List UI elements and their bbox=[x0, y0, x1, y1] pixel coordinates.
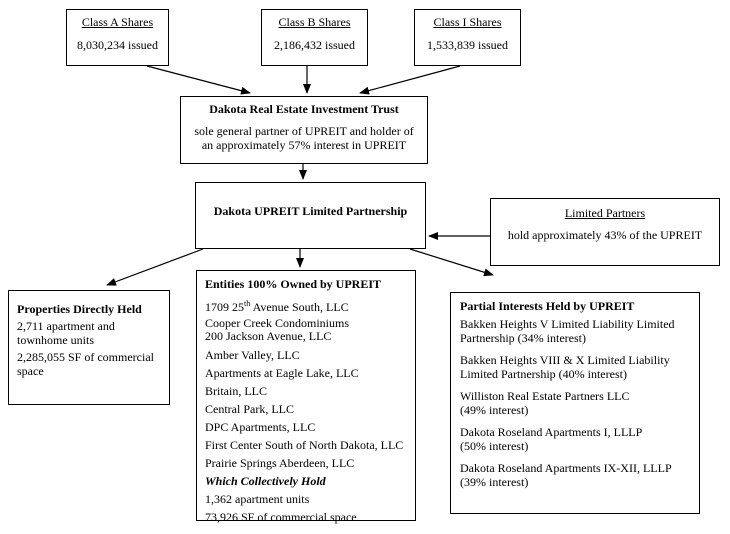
entity-item: Britain, LLC bbox=[205, 384, 267, 398]
entities-sf: 73,926 SF of commercial space bbox=[205, 510, 357, 524]
upreit-box: Dakota UPREIT Limited Partnership bbox=[195, 182, 426, 249]
partial-item: Dakota Roseland Apartments IX-XII, LLLP … bbox=[460, 461, 699, 489]
trust-box: Dakota Real Estate Investment Trust sole… bbox=[180, 96, 428, 164]
partial-item-line-2: Limited Partnership (40% interest) bbox=[460, 367, 627, 381]
class-b-title: Class B Shares bbox=[278, 15, 351, 29]
partial-item-line-2: (50% interest) bbox=[460, 439, 529, 453]
limited-partners-title: Limited Partners bbox=[564, 206, 646, 220]
arrow-class-a-to-trust bbox=[146, 65, 251, 95]
entities-units: 1,362 apartment units bbox=[205, 492, 310, 506]
partial-item: Dakota Roseland Apartments I, LLLP (50% … bbox=[460, 425, 699, 453]
entity-item: Amber Valley, LLC bbox=[205, 348, 300, 362]
entities-title: Entities 100% Owned by UPREIT bbox=[205, 277, 382, 291]
class-b-shares-box: Class B Shares 2,186,432 issued bbox=[261, 9, 368, 66]
entity-item: DPC Apartments, LLC bbox=[205, 420, 316, 434]
class-a-title: Class A Shares bbox=[81, 15, 154, 29]
class-b-issued: 2,186,432 issued bbox=[274, 38, 355, 52]
entity-item: Prairie Springs Aberdeen, LLC bbox=[205, 456, 355, 470]
properties-units-1: 2,711 apartment and bbox=[17, 319, 115, 333]
entity-first-sup: th bbox=[244, 299, 251, 308]
partial-item: Bakken Heights VIII & X Limited Liabilit… bbox=[460, 353, 699, 381]
partial-item-line-1: Dakota Roseland Apartments I, LLLP bbox=[460, 425, 643, 439]
entity-item: Cooper Creek Condominiums bbox=[205, 316, 349, 330]
limited-partners-box: Limited Partners hold approximately 43% … bbox=[490, 198, 720, 266]
properties-sf-2: space bbox=[17, 364, 44, 378]
partial-item-line-1: Dakota Roseland Apartments IX-XII, LLLP bbox=[460, 461, 672, 475]
arrow-upreit-to-partial bbox=[409, 248, 494, 277]
entities-box: Entities 100% Owned by UPREIT 1709 25th … bbox=[196, 270, 416, 524]
entity-item: Central Park, LLC bbox=[205, 402, 294, 416]
partial-item-line-1: Bakken Heights V Limited Liability Limit… bbox=[460, 317, 675, 331]
class-i-shares-box: Class I Shares 1,533,839 issued bbox=[414, 9, 521, 66]
trust-line-1: sole general partner of UPREIT and holde… bbox=[194, 124, 414, 138]
entity-item: 200 Jackson Avenue, LLC bbox=[205, 329, 332, 343]
partial-item-line-2: Partnership (34% interest) bbox=[460, 331, 586, 345]
partial-item-line-1: Williston Real Estate Partners LLC bbox=[460, 389, 630, 403]
partial-item-line-2: (49% interest) bbox=[460, 403, 529, 417]
properties-sf-1: 2,285,055 SF of commercial bbox=[17, 350, 154, 364]
limited-partners-desc: hold approximately 43% of the UPREIT bbox=[507, 228, 703, 242]
partial-item-line-2: (39% interest) bbox=[460, 475, 529, 489]
partial-item: Bakken Heights V Limited Liability Limit… bbox=[460, 317, 699, 345]
partial-interests-box: Partial Interests Held by UPREIT Bakken … bbox=[450, 292, 700, 514]
trust-line-2: an approximately 57% interest in UPREIT bbox=[201, 138, 407, 152]
entity-item: First Center South of North Dakota, LLC bbox=[205, 438, 404, 452]
class-a-issued: 8,030,234 issued bbox=[77, 38, 158, 52]
properties-box: Properties Directly Held 2,711 apartment… bbox=[8, 290, 170, 405]
upreit-title: Dakota UPREIT Limited Partnership bbox=[213, 204, 408, 218]
partial-item: Williston Real Estate Partners LLC (49% … bbox=[460, 389, 699, 417]
class-i-title: Class I Shares bbox=[433, 15, 502, 29]
partial-item-line-1: Bakken Heights VIII & X Limited Liabilit… bbox=[460, 353, 670, 367]
properties-units-2: townhome units bbox=[17, 333, 94, 347]
entity-first-pre: 1709 25 bbox=[205, 300, 244, 314]
arrow-upreit-to-properties bbox=[106, 248, 204, 286]
class-a-shares-box: Class A Shares 8,030,234 issued bbox=[66, 9, 169, 66]
class-i-issued: 1,533,839 issued bbox=[427, 38, 508, 52]
arrow-class-i-to-trust bbox=[359, 65, 461, 95]
partial-title: Partial Interests Held by UPREIT bbox=[460, 299, 635, 313]
properties-title: Properties Directly Held bbox=[17, 302, 142, 316]
entity-first-post: Avenue South, LLC bbox=[250, 300, 349, 314]
trust-title: Dakota Real Estate Investment Trust bbox=[209, 102, 399, 116]
entity-item: Apartments at Eagle Lake, LLC bbox=[205, 366, 359, 380]
entity-item: 1709 25th Avenue South, LLC bbox=[205, 297, 415, 314]
collective-label: Which Collectively Hold bbox=[205, 474, 326, 488]
